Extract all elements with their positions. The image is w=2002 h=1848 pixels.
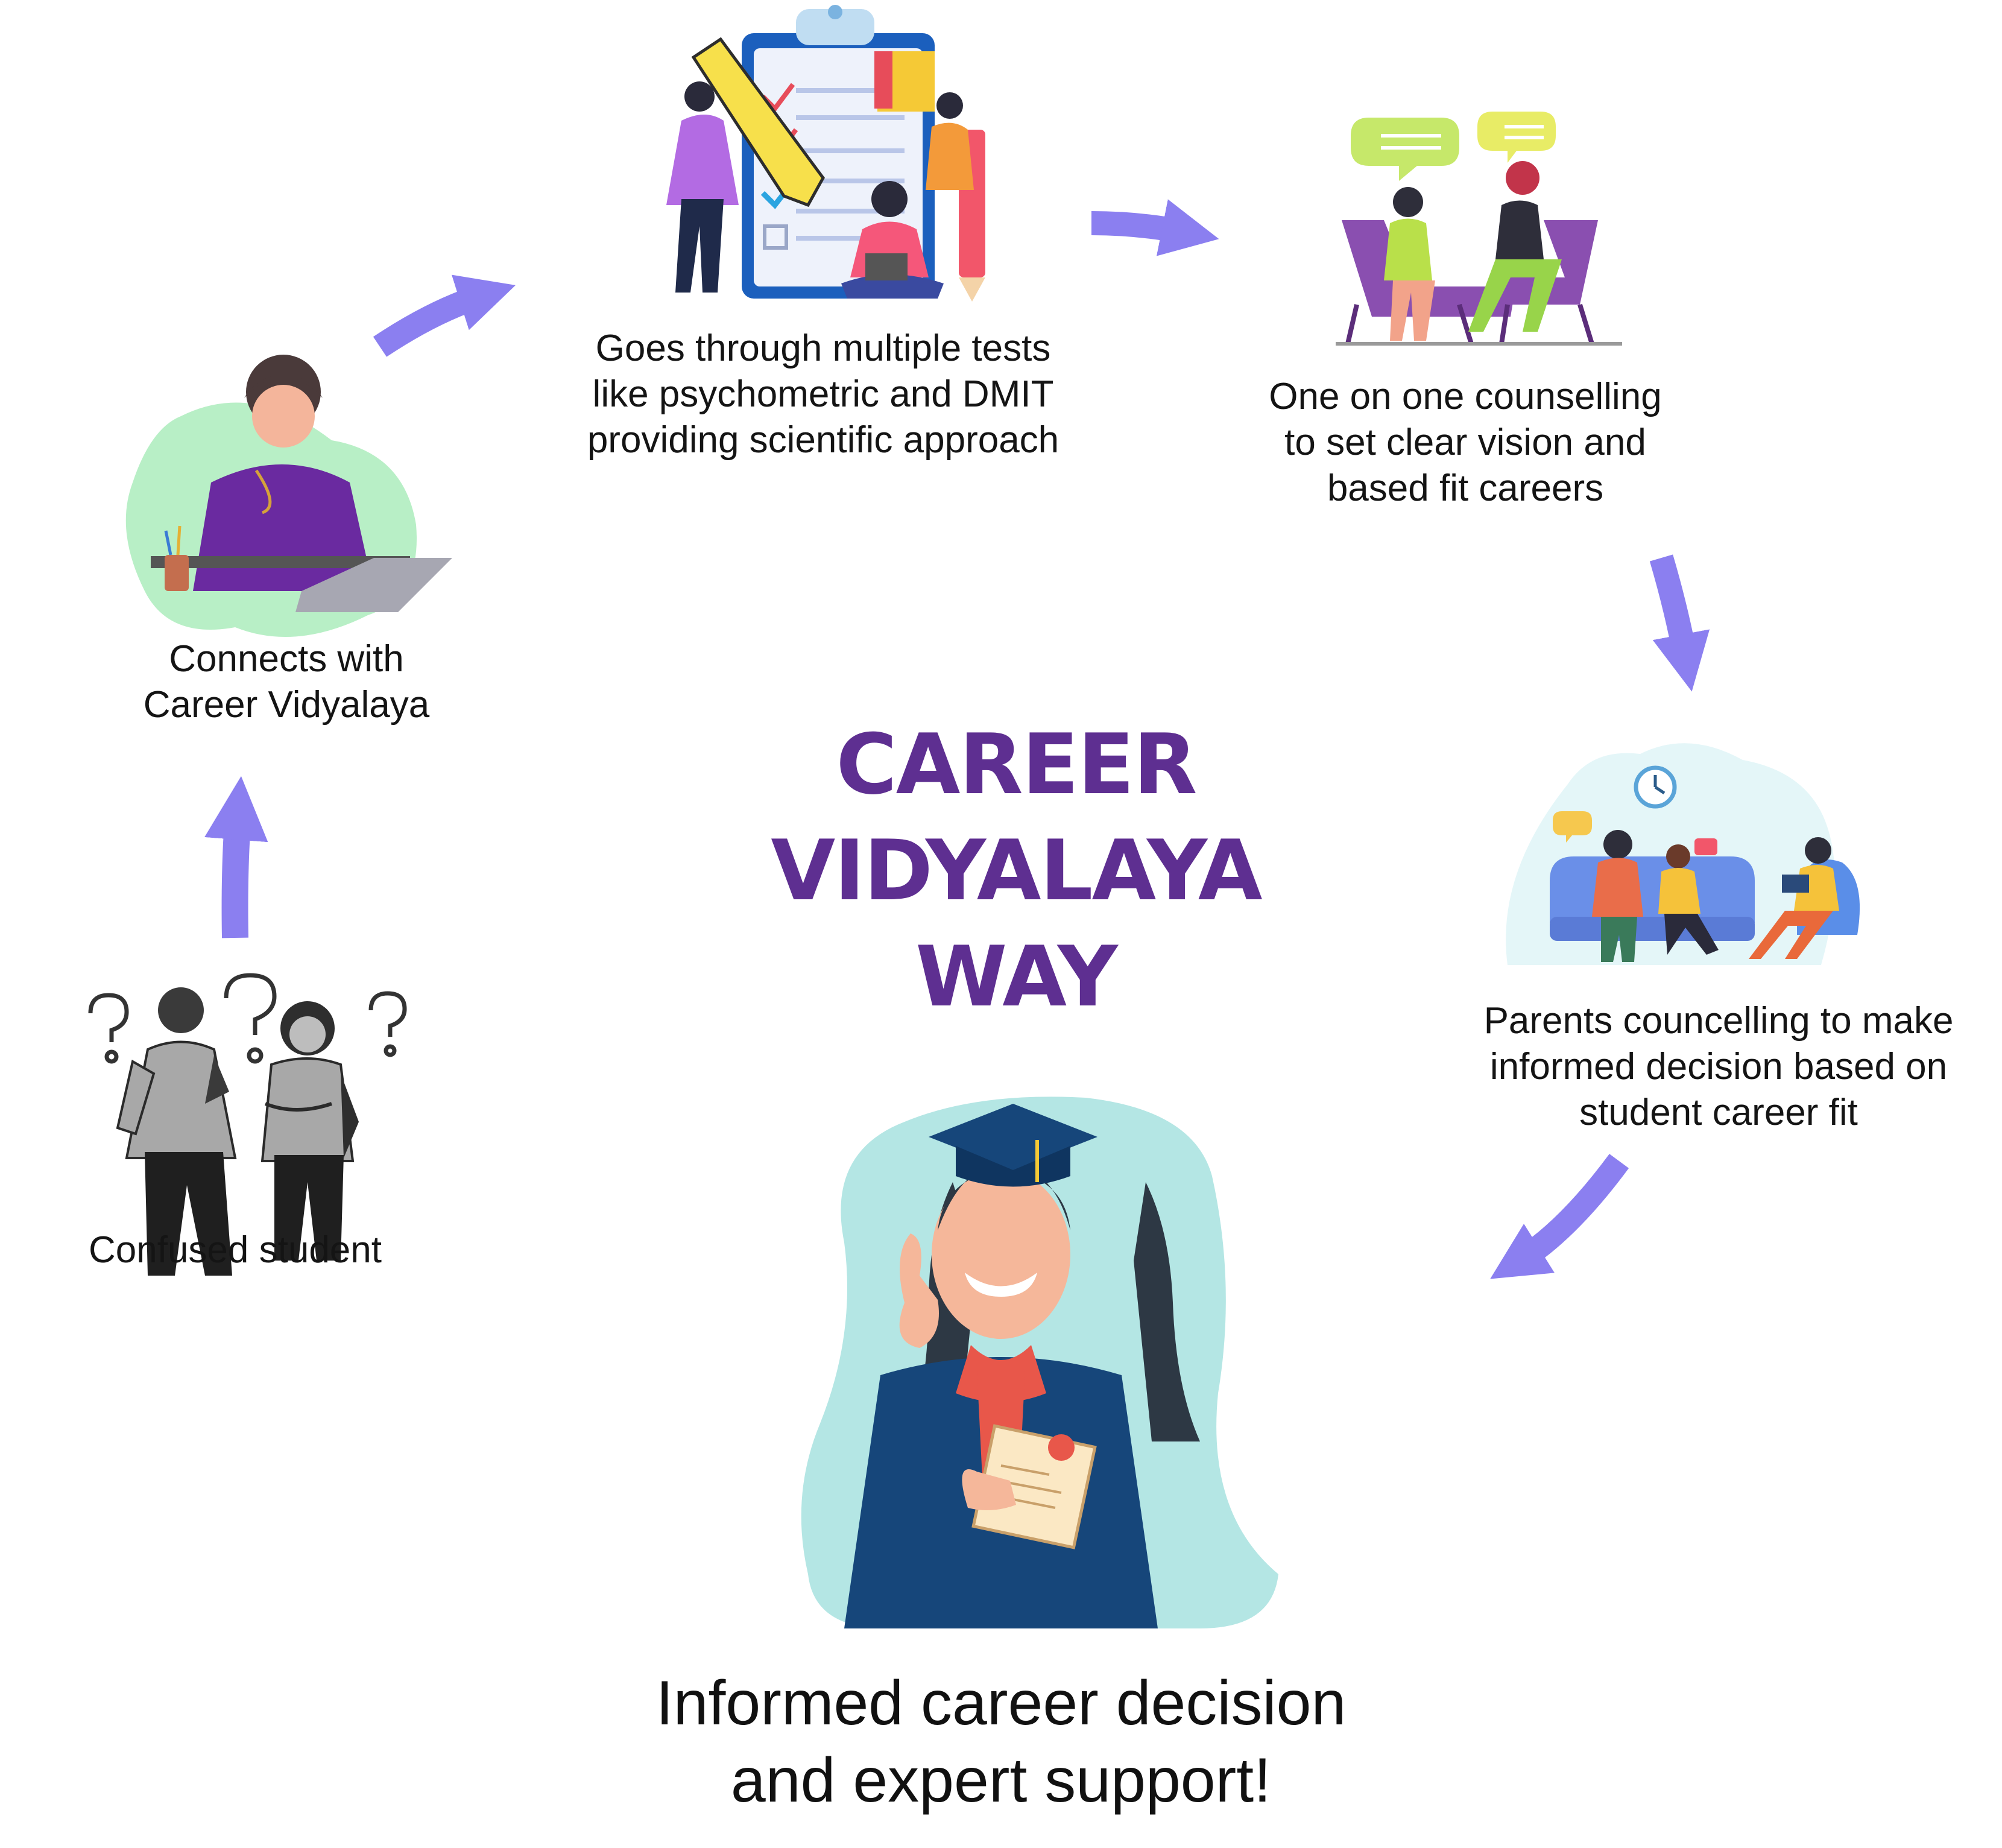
clock-icon [1634, 765, 1677, 809]
one-on-one-counselling-illustration [1336, 112, 1622, 346]
step-connects-line-2: Career Vidyalaya [143, 684, 430, 726]
final-line-1: Informed career decision [655, 1668, 1347, 1738]
arrow-parents-to-final-icon [1490, 1154, 1629, 1279]
step-confused-label: Confused student [24, 1227, 446, 1273]
step-tests-line-2: like psychometric and DMIT [592, 373, 1054, 415]
arrow-counselling-to-parents-icon [1649, 554, 1710, 692]
step-connects-line-1: Connects with [169, 638, 404, 680]
chair-icon [1483, 220, 1598, 305]
step-counselling-line-2: to set clear vision and [1284, 422, 1646, 463]
diploma-icon [971, 1424, 1097, 1549]
chair-icon [1342, 220, 1523, 317]
confused-students-illustration [88, 973, 407, 1276]
speech-bubble-icon [1553, 811, 1592, 843]
step-tests-line-1: Goes through multiple tests [595, 328, 1051, 369]
final-outcome-label: Informed career decision and expert supp… [531, 1665, 1471, 1819]
step-tests-line-3: providing scientific approach [587, 419, 1059, 461]
title-line-2: VIDYALAYA [771, 822, 1262, 919]
step-counselling-line-1: One on one counselling [1269, 376, 1662, 417]
arrow-connects-to-tests-icon [373, 274, 516, 357]
arrow-tests-to-counselling-icon [1091, 199, 1219, 256]
final-line-2: and expert support! [730, 1745, 1272, 1815]
arrow-confused-to-connects-icon [204, 776, 268, 938]
graduate-illustration [801, 1096, 1278, 1628]
step-counselling-label: One on one counselling to set clear visio… [1194, 374, 1737, 511]
counsellor-on-call-illustration [125, 355, 452, 637]
step-parents-line-2: informed decision based on [1489, 1046, 1948, 1087]
sofa-icon [1550, 856, 1755, 923]
question-mark-icon [88, 973, 407, 1064]
step-parents-line-1: Parents councelling to make [1483, 1000, 1954, 1042]
parents-counselling-illustration [1506, 743, 1860, 965]
step-confused-line-1: Confused student [88, 1229, 382, 1271]
title-line-3: WAY [915, 928, 1118, 1025]
diagram-title: CAREER VIDYALAYA WAY [715, 712, 1318, 1030]
step-parents-line-3: student career fit [1579, 1092, 1858, 1133]
title-line-1: CAREER [836, 716, 1197, 813]
clipboard-tests-illustration [666, 5, 985, 302]
step-counselling-line-3: based fit careers [1327, 467, 1604, 509]
pencil-icon [691, 37, 825, 207]
